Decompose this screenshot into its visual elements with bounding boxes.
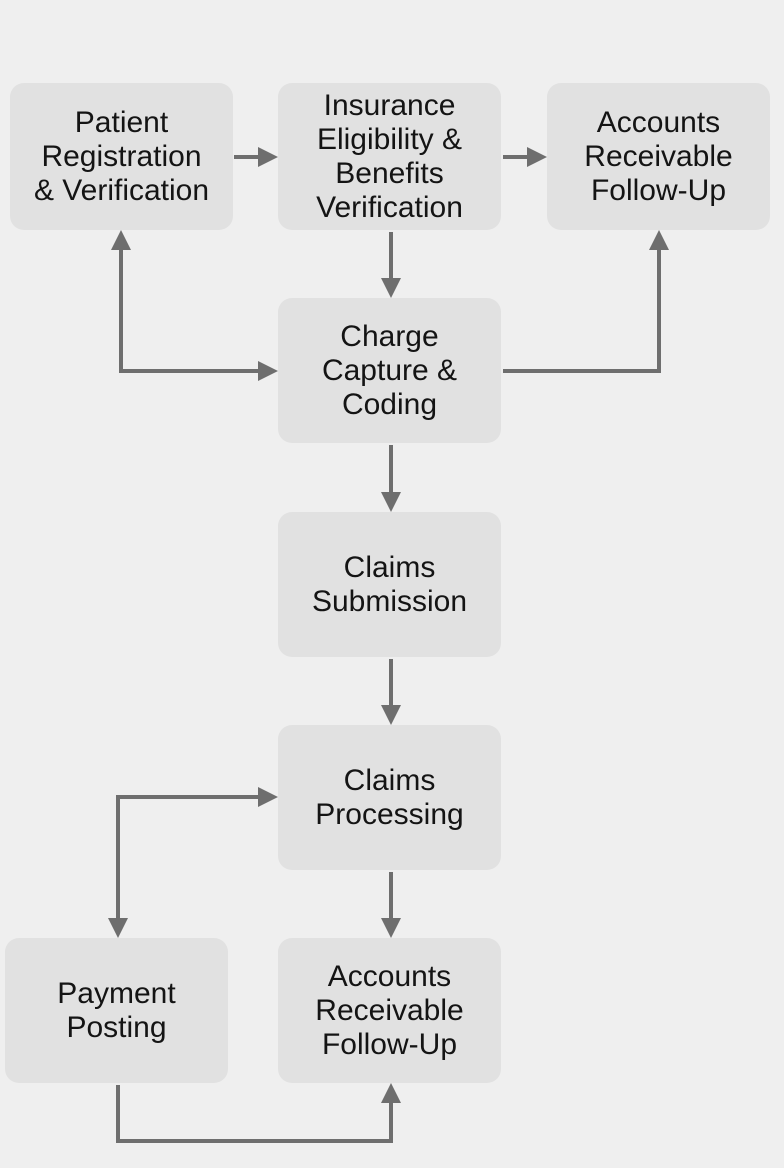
edge-processing-payment-bidirectional — [108, 787, 278, 938]
node-label-payment-posting: Payment Posting — [57, 976, 176, 1044]
node-label-accounts-receivable-top: Accounts Receivable Follow-Up — [584, 105, 733, 207]
edge-payment-to-ar-bottom — [116, 1083, 401, 1143]
node-label-insurance-eligibility: Insurance Eligibility & Benefits Verific… — [316, 88, 463, 224]
node-payment-posting: Payment Posting — [5, 938, 228, 1083]
node-label-claims-processing: Claims Processing — [315, 763, 464, 831]
edge-charge-registration-bidirectional — [111, 230, 278, 381]
node-claims-processing: Claims Processing — [278, 725, 501, 870]
node-charge-capture: Charge Capture & Coding — [278, 298, 501, 443]
node-patient-registration: Patient Registration & Verification — [10, 83, 233, 230]
node-label-claims-submission: Claims Submission — [311, 550, 468, 618]
node-label-accounts-receivable-bottom: Accounts Receivable Follow-Up — [315, 959, 464, 1061]
node-insurance-eligibility: Insurance Eligibility & Benefits Verific… — [278, 83, 501, 230]
node-accounts-receivable-bottom: Accounts Receivable Follow-Up — [278, 938, 501, 1083]
node-label-charge-capture: Charge Capture & Coding — [321, 319, 458, 421]
node-label-patient-registration: Patient Registration & Verification — [33, 105, 210, 207]
node-accounts-receivable-top: Accounts Receivable Follow-Up — [547, 83, 770, 230]
node-claims-submission: Claims Submission — [278, 512, 501, 657]
edge-charge-to-ar-top — [503, 230, 669, 373]
